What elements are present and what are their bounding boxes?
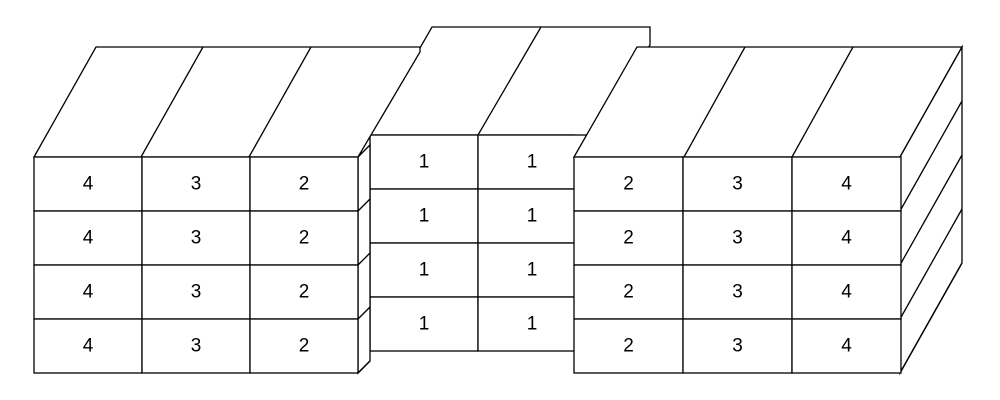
left-block-side-divider [357, 306, 371, 320]
middle-block-cell [369, 134, 479, 190]
left-block-cell [33, 156, 143, 212]
right-block-cell-number: 4 [841, 174, 852, 195]
left-block-cell-number: 3 [191, 228, 202, 249]
left-block-cell [141, 318, 251, 374]
right-top-divider-2 [791, 46, 854, 158]
middle-block-cell-number: 1 [527, 206, 538, 227]
right-block-cell-number: 3 [732, 282, 743, 303]
right-block-side-divider [899, 208, 963, 320]
right-block-cell-number: 2 [623, 282, 634, 303]
right-block-cell [573, 210, 684, 266]
left-block: 4 3 2 4 3 2 4 3 2 4 3 2 [32, 46, 421, 375]
right-block-cell [573, 318, 684, 374]
right-block-cell [682, 156, 793, 212]
right-top-divider-1 [683, 46, 746, 158]
left-block-cell [141, 210, 251, 266]
right-block: 2 3 4 2 3 4 2 3 4 2 3 4 [572, 44, 964, 376]
left-block-cell [249, 156, 359, 212]
left-block-cell [249, 264, 359, 320]
left-block-cell-number: 3 [191, 336, 202, 357]
left-block-cell-number: 2 [299, 174, 310, 195]
left-block-side-divider [357, 252, 371, 266]
middle-top-divider [477, 26, 542, 136]
right-block-top [572, 46, 964, 158]
right-block-side-divider [899, 100, 963, 212]
right-block-cell-number: 2 [623, 336, 634, 357]
left-block-cell [249, 318, 359, 374]
left-block-cell-number: 3 [191, 282, 202, 303]
left-block-side-divider [357, 198, 371, 212]
middle-block-cell-number: 1 [419, 152, 430, 173]
left-block-top [32, 46, 421, 158]
left-block-cell-number: 2 [299, 336, 310, 357]
right-block-cell-number: 2 [623, 174, 634, 195]
left-block-cell [33, 210, 143, 266]
right-block-cell-number: 4 [841, 282, 852, 303]
left-block-cell [33, 264, 143, 320]
middle-block-cell [477, 296, 587, 352]
right-block-cell-number: 3 [732, 174, 743, 195]
left-block-cell-number: 4 [83, 282, 94, 303]
left-block-cell-number: 4 [83, 228, 94, 249]
right-block-cell [573, 156, 684, 212]
middle-block-cell-number: 1 [527, 152, 538, 173]
left-block-cell [33, 318, 143, 374]
left-block-cell-number: 2 [299, 228, 310, 249]
left-block-cell [249, 210, 359, 266]
left-block-cell-number: 3 [191, 174, 202, 195]
middle-block-cell-number: 1 [419, 260, 430, 281]
middle-block-cell-number: 1 [419, 206, 430, 227]
left-block-cell-number: 4 [83, 174, 94, 195]
right-block-cell-number: 2 [623, 228, 634, 249]
right-block-cell [791, 210, 902, 266]
right-block-cell-number: 4 [841, 336, 852, 357]
left-top-divider-1 [140, 46, 204, 158]
right-block-cell-number: 3 [732, 228, 743, 249]
middle-block: 1 1 1 1 1 1 1 1 [368, 26, 651, 352]
right-block-cell [682, 210, 793, 266]
middle-block-cell-number: 1 [419, 314, 430, 335]
right-block-cell-number: 3 [732, 336, 743, 357]
right-block-cell [573, 264, 684, 320]
right-block-side-divider [899, 262, 963, 374]
right-block-cell-number: 4 [841, 228, 852, 249]
left-block-cell-number: 4 [83, 336, 94, 357]
left-block-cell-number: 2 [299, 282, 310, 303]
left-block-side-divider [357, 360, 371, 374]
right-block-cell [791, 318, 902, 374]
middle-block-cell-number: 1 [527, 260, 538, 281]
right-block-side-divider [899, 154, 963, 266]
left-top-divider-2 [248, 46, 312, 158]
middle-block-cell-number: 1 [527, 314, 538, 335]
middle-block-cell [369, 242, 479, 298]
